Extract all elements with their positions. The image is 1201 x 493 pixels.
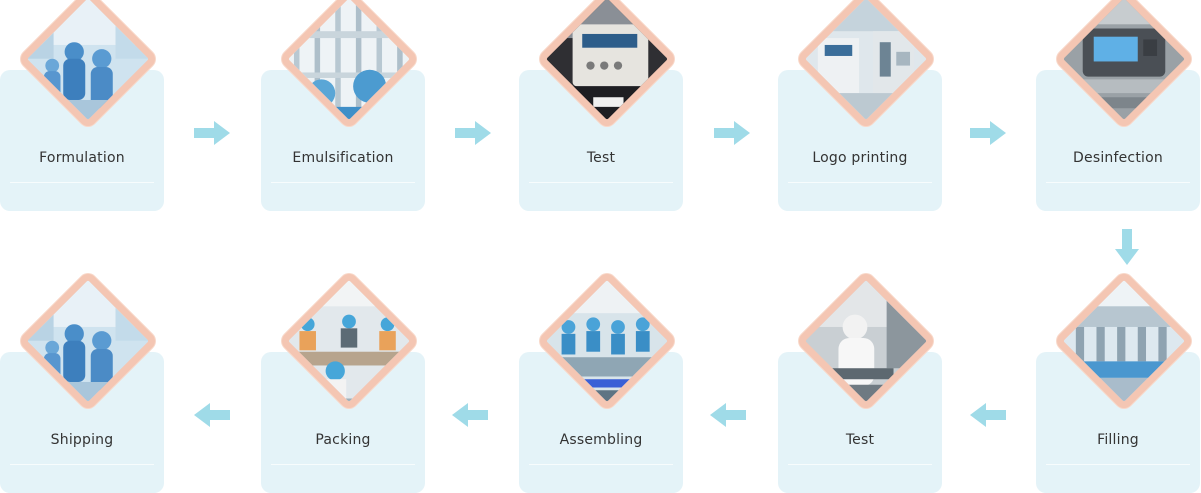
step-label: Logo printing bbox=[778, 150, 942, 166]
step-formulation: Formulation bbox=[0, 0, 164, 212]
step-label: Desinfection bbox=[1036, 150, 1200, 166]
step-packing: Packing bbox=[261, 282, 425, 493]
arrow-right-icon bbox=[455, 121, 491, 145]
step-label: Test bbox=[519, 150, 683, 166]
step-filling: Filling bbox=[1036, 282, 1200, 493]
arrow-left-icon bbox=[194, 403, 230, 427]
step-emulsification: Emulsification bbox=[261, 0, 425, 212]
step-label: Test bbox=[778, 432, 942, 448]
arrow-left-icon bbox=[710, 403, 746, 427]
arrow-left-icon bbox=[452, 403, 488, 427]
arrow-right-icon bbox=[194, 121, 230, 145]
step-assembling: Assembling bbox=[519, 282, 683, 493]
arrow-right-icon bbox=[714, 121, 750, 145]
step-label: Emulsification bbox=[261, 150, 425, 166]
step-logo-printing: Logo printing bbox=[778, 0, 942, 212]
step-label: Shipping bbox=[0, 432, 164, 448]
step-label: Assembling bbox=[519, 432, 683, 448]
step-desinfection: Desinfection bbox=[1036, 0, 1200, 212]
step-test-2: Test bbox=[778, 282, 942, 493]
arrow-left-icon bbox=[970, 403, 1006, 427]
step-label: Formulation bbox=[0, 150, 164, 166]
step-label: Filling bbox=[1036, 432, 1200, 448]
arrow-down-icon bbox=[1115, 229, 1139, 265]
arrow-right-icon bbox=[970, 121, 1006, 145]
step-label: Packing bbox=[261, 432, 425, 448]
step-test: Test bbox=[519, 0, 683, 212]
step-shipping: Shipping bbox=[0, 282, 164, 493]
